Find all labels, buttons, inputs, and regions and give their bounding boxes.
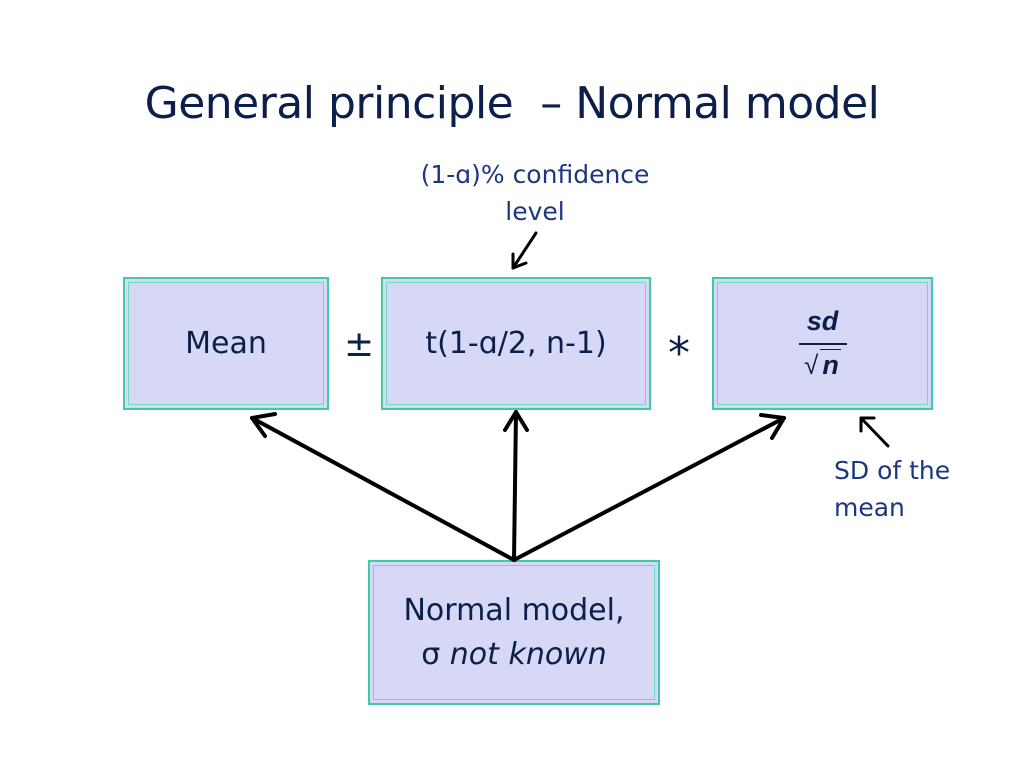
t-value-box: t(1-ɑ/2, n-1) [381,277,651,410]
page-title: General principle – Normal model [144,78,880,129]
mean-box: Mean [123,277,329,410]
normal-model-box: Normal model, σ not known [368,560,660,705]
times-operator: * [668,328,690,379]
sd-numerator: sd [806,306,839,336]
model-line1: Normal model, [403,592,625,628]
sd-denominator: n [820,349,841,380]
arrow-to-t-value-head [503,410,529,432]
mean-label: Mean [185,326,267,361]
not-known-text: not known [449,636,607,672]
arrow-to-mean-head [250,412,277,438]
sd-note-line2: mean [834,493,905,522]
plus-minus-operator: ± [344,324,375,365]
sd-of-mean-note: SD of the mean [834,452,950,526]
confidence-level-note: (1-ɑ)% confidence level [380,156,690,230]
sd-fraction: sd √ n [798,306,847,381]
sqrt-n: √ n [804,349,841,381]
t-value-label: t(1-ɑ/2, n-1) [425,326,607,361]
arrow-confidence-note [511,231,538,270]
sd-of-mean-box: sd √ n [712,277,933,410]
arrow-sd-note-head [859,416,876,433]
confidence-note-line2: level [505,197,565,226]
confidence-note-line1: (1-ɑ)% confidence [420,160,650,189]
sd-note-line1: SD of the [834,456,951,485]
arrow-to-t-value [512,410,518,562]
fraction-bar [798,343,847,345]
arrow-sd-note [859,416,890,448]
arrow-confidence-note-head [511,252,528,270]
arrow-to-mean [250,416,516,562]
arrow-to-sd-head [759,413,786,440]
sqrt-icon: √ [804,350,819,380]
sigma-symbol: σ [421,636,450,672]
arrow-to-sd [512,416,786,562]
model-line2: σ not known [421,633,607,677]
